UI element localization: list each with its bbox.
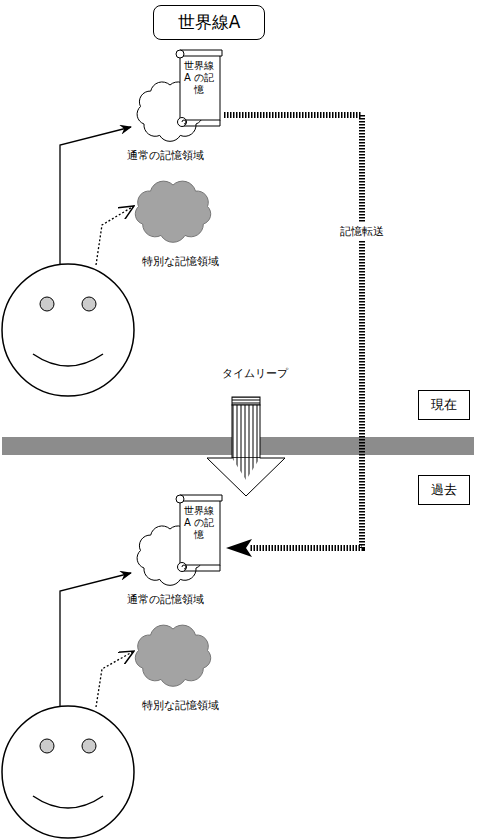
time-leap-arrow: [207, 397, 285, 496]
node-text: 特別な記憶領域: [125, 254, 235, 269]
node-text: 世界線A: [154, 6, 264, 39]
cloud-shape: [125, 178, 235, 244]
node-text: 世界線 A の記憶: [180, 505, 218, 541]
special-memory-arrow: [96, 206, 134, 265]
memory-transfer-connector: [224, 115, 362, 548]
memory-arrow: [60, 127, 131, 264]
node-text: 世界線 A の記憶: [180, 60, 218, 96]
node-text: 通常の記憶領域: [110, 592, 220, 607]
memory-scroll: 世界線 A の記憶: [172, 493, 224, 573]
special-memory-cloud: 特別な記憶領域: [125, 178, 235, 270]
face: [2, 264, 134, 396]
time-box: 過去: [418, 475, 470, 505]
node-text: 特別な記憶領域: [125, 698, 235, 713]
time-leap-label: タイムリープ: [222, 366, 288, 381]
memory-scroll: 世界線 A の記憶: [172, 48, 224, 128]
title-box: 世界線A: [153, 5, 265, 40]
time-box: 現在: [418, 390, 470, 420]
node-text: 過去: [419, 476, 469, 504]
node-text: 現在: [419, 391, 469, 419]
node-text: 通常の記憶領域: [110, 148, 220, 163]
cloud-shape: [125, 622, 235, 688]
special-memory-cloud: 特別な記憶領域: [125, 622, 235, 714]
memory-arrow: [60, 573, 131, 706]
edge-label: 記憶転送: [339, 222, 385, 241]
special-memory-arrow: [96, 651, 134, 707]
face: [2, 706, 134, 838]
arrow-head: [226, 539, 252, 557]
